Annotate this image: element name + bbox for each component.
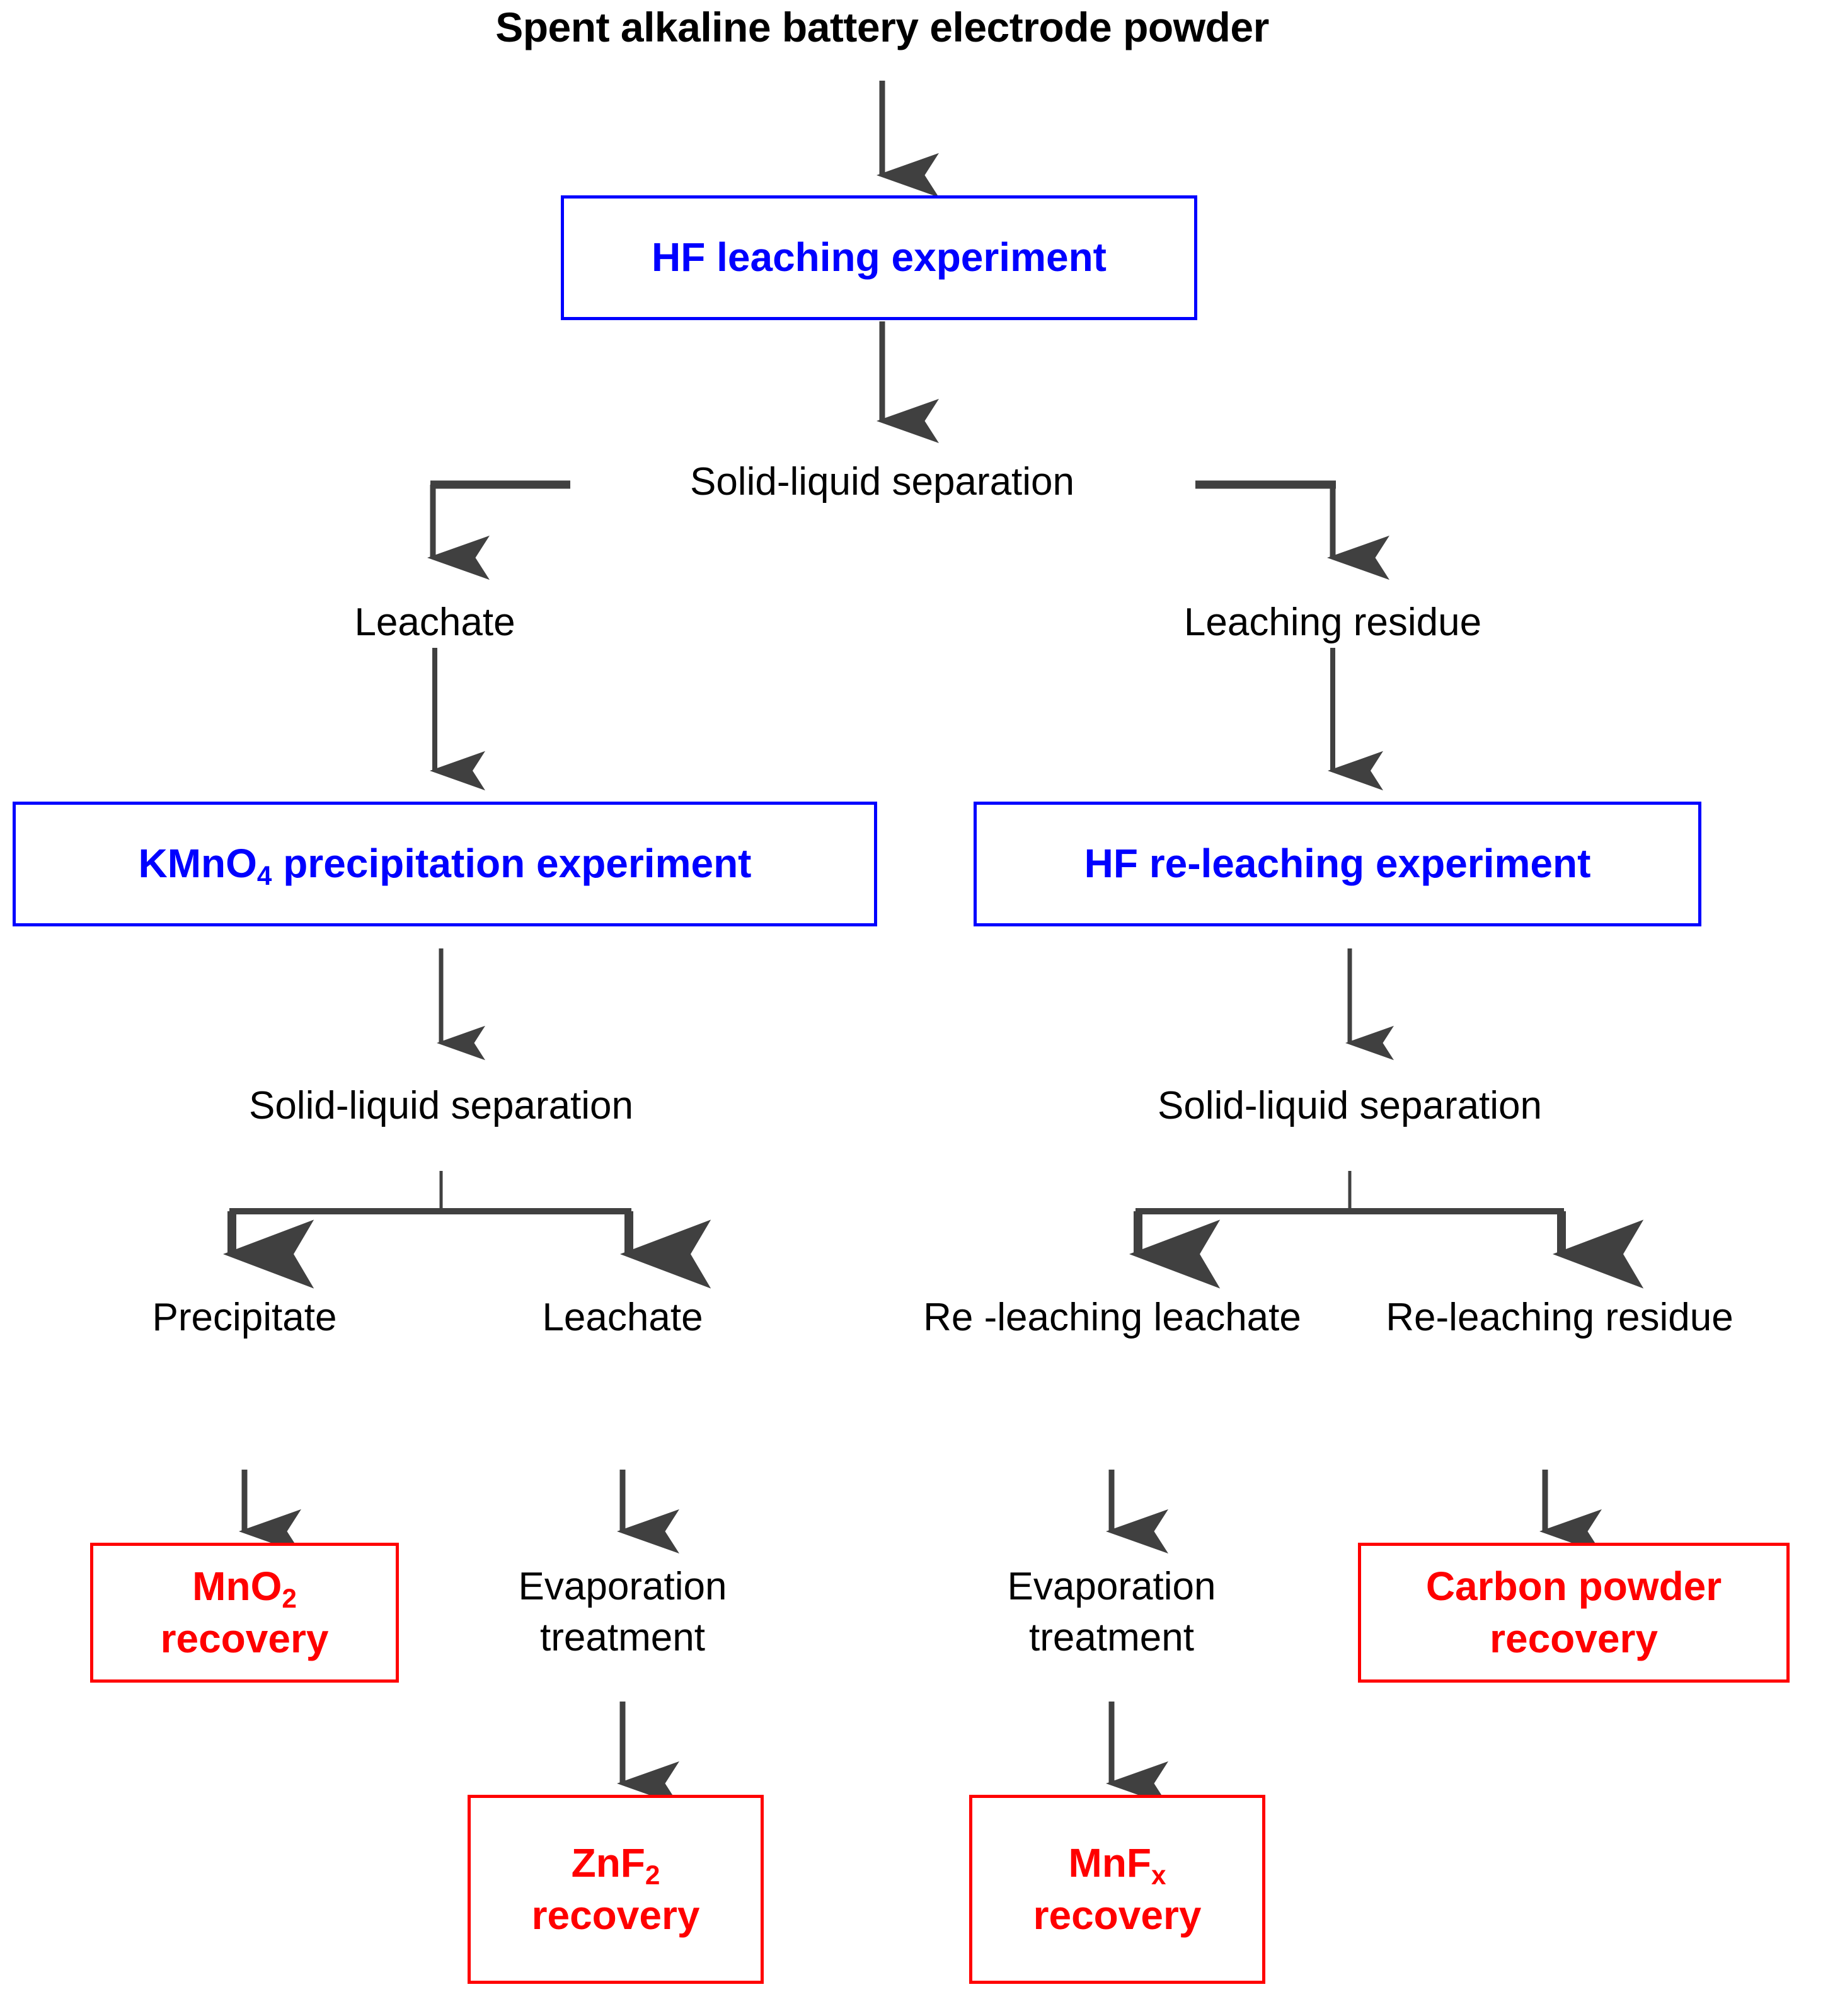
label-solid-liquid-separation-top: Solid-liquid separation bbox=[689, 460, 1075, 504]
znf2-formula-line: ZnF2 bbox=[572, 1837, 660, 1889]
mno2-recovery-line: recovery bbox=[160, 1616, 329, 1661]
mno2-formula-line: MnO2 bbox=[192, 1560, 297, 1613]
label-solid-liquid-separation-right: Solid-liquid separation bbox=[1157, 1084, 1543, 1128]
label-solid-liquid-separation-left: Solid-liquid separation bbox=[248, 1084, 634, 1128]
mnfx-formula-line: MnFx bbox=[1069, 1837, 1166, 1889]
product-box-mnfx-recovery[interactable]: MnFx recovery bbox=[969, 1795, 1265, 1984]
evaporation-right-line2: treatment bbox=[1029, 1616, 1194, 1659]
znf2-formula-prefix: ZnF bbox=[571, 1840, 645, 1886]
product-box-mno2-recovery[interactable]: MnO2 recovery bbox=[90, 1543, 399, 1683]
mnfx-recovery-line: recovery bbox=[1033, 1892, 1202, 1938]
process-box-hf-leaching-label: HF leaching experiment bbox=[652, 234, 1107, 280]
label-precipitate: Precipitate bbox=[152, 1296, 337, 1340]
mnfx-formula-prefix: MnF bbox=[1068, 1840, 1152, 1886]
label-releaching-leachate: Re -leaching leachate bbox=[923, 1296, 1301, 1340]
znf2-formula-subscript: 2 bbox=[645, 1860, 660, 1890]
znf2-recovery-line: recovery bbox=[531, 1892, 700, 1938]
process-box-hf-releaching-label: HF re-leaching experiment bbox=[1084, 841, 1591, 887]
kmno4-formula-suffix: precipitation experiment bbox=[272, 841, 752, 887]
label-releaching-residue: Re-leaching residue bbox=[1386, 1296, 1734, 1340]
kmno4-formula-prefix: KMnO bbox=[138, 841, 257, 887]
label-evaporation-treatment-right: Evaporation treatment bbox=[941, 1543, 1282, 1683]
evaporation-right-line1: Evaporation bbox=[1007, 1565, 1216, 1609]
kmno4-formula-subscript: 4 bbox=[256, 861, 272, 891]
label-leaching-residue: Leaching residue bbox=[1183, 601, 1482, 645]
process-box-hf-releaching[interactable]: HF re-leaching experiment bbox=[974, 802, 1701, 926]
process-box-kmno4-precipitation[interactable]: KMnO4 precipitation experiment bbox=[13, 802, 877, 926]
evaporation-left-line2: treatment bbox=[540, 1616, 705, 1659]
mnfx-formula-subscript: x bbox=[1151, 1860, 1166, 1890]
mno2-formula-prefix: MnO bbox=[192, 1563, 282, 1609]
label-leachate-mid: Leachate bbox=[542, 1296, 703, 1340]
process-box-kmno4-label: KMnO4 precipitation experiment bbox=[138, 840, 752, 891]
product-box-znf2-recovery[interactable]: ZnF2 recovery bbox=[468, 1795, 764, 1984]
evaporation-left-line1: Evaporation bbox=[518, 1565, 727, 1609]
process-box-hf-leaching[interactable]: HF leaching experiment bbox=[561, 195, 1197, 320]
carbon-powder-line1: Carbon powder bbox=[1425, 1563, 1722, 1609]
page-title: Spent alkaline battery electrode powder bbox=[495, 4, 1269, 51]
carbon-powder-line2: recovery bbox=[1490, 1616, 1658, 1661]
product-box-carbon-powder-recovery[interactable]: Carbon powder recovery bbox=[1358, 1543, 1790, 1683]
label-evaporation-treatment-left: Evaporation treatment bbox=[452, 1543, 793, 1683]
mno2-formula-subscript: 2 bbox=[282, 1583, 297, 1613]
label-leachate-left: Leachate bbox=[354, 601, 515, 645]
